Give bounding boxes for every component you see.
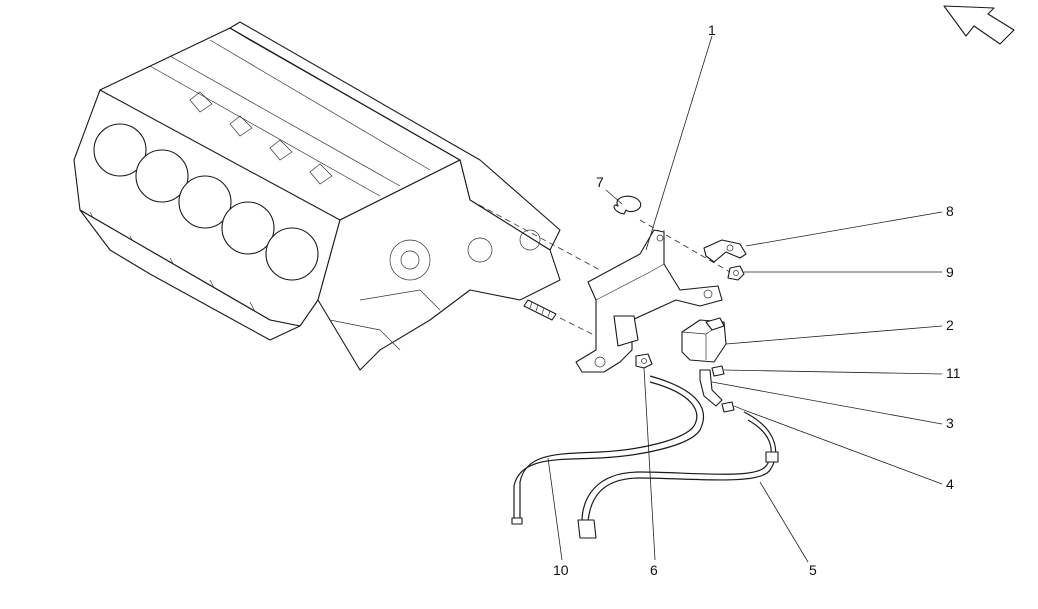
hose-part-10 [511, 375, 705, 525]
stud [523, 299, 557, 321]
small-bracket-part [703, 239, 747, 263]
connector-part [721, 401, 745, 413]
callout-8: 8 [946, 203, 954, 219]
leader-lines [547, 35, 943, 563]
hose-part-5 [577, 411, 779, 539]
nut-part-9 [727, 265, 745, 281]
fitting-part-11 [711, 365, 725, 377]
bracket-part [575, 229, 723, 373]
callout-2: 2 [946, 317, 954, 333]
callout-5: 5 [809, 562, 817, 578]
direction-arrow-icon [943, 5, 1015, 45]
callout-1: 1 [708, 22, 716, 38]
solenoid-valve-part [681, 317, 727, 363]
alignment-line [639, 219, 731, 273]
callout-9: 9 [946, 264, 954, 280]
clip-part [613, 195, 642, 215]
callout-7: 7 [596, 174, 604, 190]
callout-6: 6 [650, 562, 658, 578]
callout-10: 10 [553, 562, 569, 578]
alignment-line [469, 199, 601, 271]
nut-part-6 [635, 353, 653, 369]
callout-3: 3 [946, 415, 954, 431]
callout-4: 4 [946, 476, 954, 492]
elbow-hose-part [699, 369, 723, 407]
callout-11: 11 [946, 365, 961, 381]
engine-block [73, 21, 561, 371]
